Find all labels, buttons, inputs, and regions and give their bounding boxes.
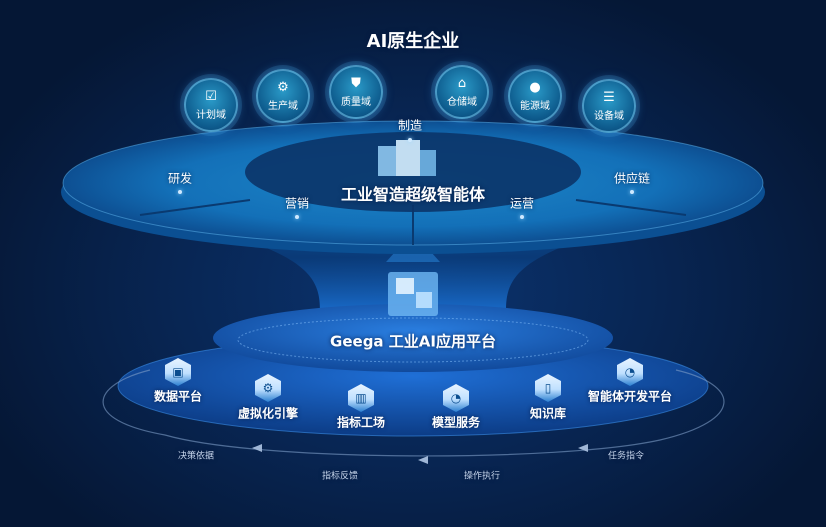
function-rnd: 研发 xyxy=(167,171,193,186)
cube-cluster-platform xyxy=(388,272,438,316)
domain-warehouse[interactable]: ⌂ 仓储域 xyxy=(435,65,489,119)
function-manufacturing: 制造 xyxy=(397,118,423,133)
domain-label: 计划域 xyxy=(196,109,226,121)
platform-title: Geega 工业AI应用平台 xyxy=(330,332,496,351)
module-virtualization-engine[interactable]: 虚拟化引擎 xyxy=(237,406,299,421)
domain-equipment[interactable]: ☰ 设备域 xyxy=(582,79,636,133)
domain-label: 仓储域 xyxy=(447,96,477,108)
function-supply-chain: 供应链 xyxy=(613,171,651,186)
domain-label: 设备域 xyxy=(594,110,624,122)
domain-label: 生产域 xyxy=(268,100,298,112)
function-marketing: 营销 xyxy=(284,196,310,211)
domain-production[interactable]: ⚙ 生产域 xyxy=(256,69,310,123)
module-data-platform[interactable]: 数据平台 xyxy=(153,389,203,404)
platform-disk xyxy=(213,304,613,372)
domain-quality[interactable]: ⛊ 质量域 xyxy=(329,65,383,119)
domain-energy[interactable]: ● 能源域 xyxy=(508,69,562,123)
energy-drop-icon: ● xyxy=(529,79,541,95)
super-agent-title: 工业智造超级智能体 xyxy=(340,185,486,204)
flow-metric-feedback: 指标反馈 xyxy=(321,471,359,482)
server-icon: ☰ xyxy=(603,89,615,105)
flow-task-command: 任务指令 xyxy=(607,451,645,462)
flow-operation-execution: 操作执行 xyxy=(463,471,501,482)
warehouse-icon: ⌂ xyxy=(457,75,467,91)
page-title: AI原生企业 xyxy=(366,31,460,52)
module-agent-dev-platform[interactable]: 智能体开发平台 xyxy=(587,389,673,404)
domain-label: 能源域 xyxy=(520,100,550,112)
shield-check-icon: ⛊ xyxy=(351,75,361,91)
flow-ring xyxy=(102,369,725,457)
cube-cluster-top xyxy=(378,140,436,176)
module-metrics-factory[interactable]: 指标工场 xyxy=(336,415,386,430)
domain-label: 质量域 xyxy=(341,96,371,108)
module-model-service[interactable]: 模型服务 xyxy=(431,415,481,430)
flow-decision-basis: 决策依据 xyxy=(177,451,215,462)
gear-icon: ⚙ xyxy=(277,79,289,95)
clipboard-check-icon: ☑ xyxy=(205,88,217,104)
function-operations: 运营 xyxy=(509,196,535,211)
module-knowledge-base[interactable]: 知识库 xyxy=(529,406,567,421)
domain-planning[interactable]: ☑ 计划域 xyxy=(184,78,238,132)
